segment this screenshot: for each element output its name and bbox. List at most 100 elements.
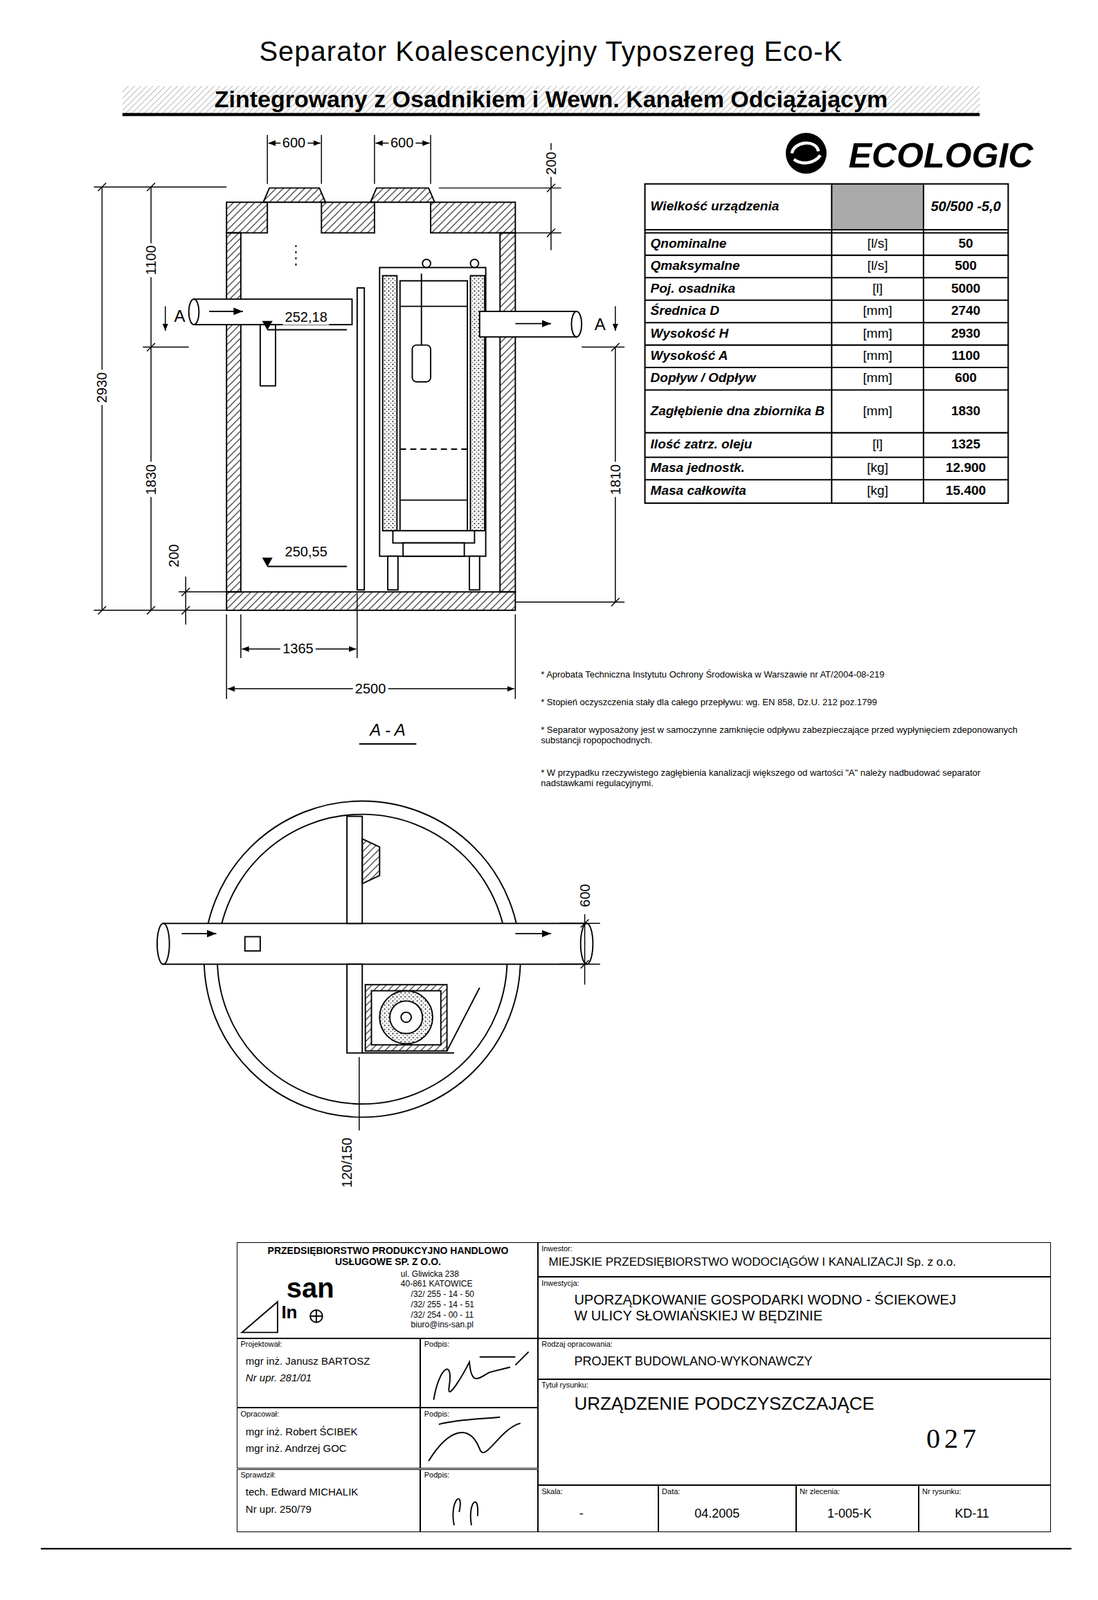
- dimension-text: 2930: [94, 370, 111, 406]
- subtitle: Zintegrowany z Osadnikiem i Wewn. Kanałe…: [214, 86, 888, 114]
- table-cell: [l]: [831, 432, 924, 457]
- table-cell: 15.400: [923, 479, 1008, 504]
- cell-text: /32/ 254 - 00 - 11: [411, 1311, 475, 1321]
- table-cell: Masa całkowita: [645, 479, 833, 504]
- cell-caption: Sprawdził:: [240, 1471, 276, 1481]
- cell-text: In: [281, 1302, 297, 1324]
- table-cell: 2740: [923, 299, 1008, 322]
- cell-caption: Podpis:: [424, 1340, 450, 1350]
- dimension-text: 1100: [143, 243, 160, 277]
- cell-text: /32/ 255 - 14 - 50: [411, 1290, 475, 1301]
- table-cell: 50: [923, 232, 1008, 255]
- table-cell: 600: [923, 367, 1008, 390]
- note-text: * Stopień oczyszczenia stały dla całego …: [540, 697, 1031, 709]
- table-cell: [mm]: [831, 299, 924, 322]
- table-cell: Poj. osadnika: [645, 277, 833, 300]
- title-block-cell: Inwestor:MIEJSKIE PRZEDSIĘBIORSTWO WODOC…: [537, 1242, 1051, 1278]
- note-text: * Aprobata Techniczna Instytutu Ochrony …: [540, 670, 1031, 681]
- cell-text: biuro@ins-san.pl: [411, 1320, 474, 1331]
- table-cell: [mm]: [831, 344, 924, 367]
- cell-caption: Inwestor:: [541, 1244, 573, 1254]
- cell-caption: Skala:: [541, 1487, 563, 1497]
- brand-logo-text: ECOLOGIC: [848, 136, 1034, 177]
- dimension-text: 250,55: [283, 544, 330, 561]
- title-block-cell: Podpis:: [420, 1469, 538, 1533]
- dimension-text: 1365: [280, 641, 316, 657]
- table-cell: Wielkość urządzenia: [645, 183, 833, 230]
- table-cell: 1325: [923, 432, 1008, 457]
- cell-text: mgr inż. Robert ŚCIBEK: [245, 1426, 358, 1438]
- table-cell: 50/500 -5,0: [923, 183, 1008, 230]
- table-cell: Qnominalne: [645, 232, 833, 255]
- cell-caption: Podpis:: [424, 1410, 450, 1420]
- table-cell: 1830: [923, 389, 1008, 433]
- dimension-text: 1830: [143, 462, 160, 498]
- dimension-text: 200: [542, 149, 559, 177]
- table-cell: Dopływ / Odpływ: [645, 367, 833, 390]
- table-cell: 1100: [923, 344, 1008, 367]
- table-cell: Ilość zatrz. oleju: [645, 432, 833, 457]
- dimension-text: 200: [165, 542, 182, 570]
- table-cell: Wysokość H: [645, 322, 833, 345]
- table-cell: Średnica D: [645, 299, 833, 322]
- dimension-text: 600: [388, 135, 416, 151]
- title-block-cell: Tytuł rysunku: URZĄDZENIE PODCZYSZCZAJĄCE…: [537, 1379, 1051, 1486]
- title-block-cell: Inwestycja:UPORZĄDKOWANIE GOSPODARKI WOD…: [537, 1277, 1051, 1339]
- cell-text: mgr inż. Andrzej GOC: [245, 1442, 347, 1455]
- cell-text: -: [579, 1507, 584, 1522]
- title-block-cell: Podpis:: [420, 1408, 538, 1470]
- table-cell: 2930: [923, 322, 1008, 345]
- table-cell: [kg]: [831, 456, 924, 480]
- title-block-cell: Podpis:: [420, 1338, 538, 1409]
- table-cell: [mm]: [831, 389, 924, 433]
- cell-text: PROJEKT BUDOWLANO-WYKONAWCZY: [573, 1354, 813, 1370]
- dimension-text: 1810: [607, 462, 624, 498]
- cell-caption: Nr rysunku:: [922, 1487, 961, 1497]
- table-cell: [l]: [831, 277, 924, 300]
- dimension-text: 120/150: [339, 1136, 356, 1191]
- cell-caption: Podpis:: [424, 1471, 450, 1481]
- cell-text: Nr upr. 250/79: [245, 1503, 312, 1516]
- dimension-text: 600: [576, 882, 593, 910]
- note-text: * W przypadku rzeczywistego zagłębienia …: [540, 768, 1031, 790]
- cell-caption: Tytuł rysunku:: [541, 1381, 589, 1391]
- cell-text: KD-11: [954, 1507, 990, 1522]
- title-block-cell: Opracował: mgr inż. Robert ŚCIBEK mgr inż.…: [236, 1408, 421, 1470]
- company-box: PRZEDSIĘBIORSTWO PRODUKCYJNO HANDLOWO US…: [236, 1242, 538, 1339]
- title-block-cell: Nr rysunku: KD-11: [918, 1485, 1052, 1533]
- cell-text: 04.2005: [694, 1507, 740, 1522]
- cell-text: san: [286, 1272, 335, 1305]
- cell-text: ul. Gliwicka 238: [400, 1270, 459, 1281]
- dimension-text: A: [173, 306, 185, 327]
- cell-caption: Projektował:: [240, 1340, 282, 1350]
- note-text: * Separator wyposażony jest w samoczynne…: [540, 725, 1031, 747]
- dimension-text: A: [594, 315, 606, 335]
- cell-text: PRZEDSIĘBIORSTWO PRODUKCYJNO HANDLOWO US…: [242, 1245, 534, 1268]
- title-block-cell: Rodzaj opracowania:PROJEKT BUDOWLANO-WYK…: [537, 1338, 1051, 1380]
- cell-text: 40-861 KATOWICE: [400, 1280, 473, 1290]
- table-cell: Zagłębienie dna zbiornika B: [645, 389, 833, 433]
- table-cell: [mm]: [831, 367, 924, 390]
- cell-text: tech. Edward MICHALIK: [245, 1486, 359, 1499]
- cell-text: 027: [926, 1423, 981, 1456]
- cell-caption: Nr zlecenia:: [799, 1487, 840, 1497]
- table-cell: [l/s]: [831, 255, 924, 278]
- cell-text: UPORZĄDKOWANIE GOSPODARKI WODNO - ŚCIEKO…: [573, 1292, 962, 1325]
- title-block-cell: Projektował: mgr inż. Janusz BARTOSZ Nr up…: [236, 1338, 421, 1409]
- table-cell: [mm]: [831, 322, 924, 345]
- title-block-cell: Data:04.2005: [658, 1485, 797, 1533]
- table-cell: [kg]: [831, 479, 924, 504]
- cell-text: URZĄDZENIE PODCZYSZCZAJĄCE: [573, 1394, 874, 1416]
- dimension-text: 2500: [353, 680, 389, 697]
- table-cell: Masa jednostk.: [645, 456, 833, 480]
- cell-text: mgr inż. Janusz BARTOSZ: [245, 1355, 371, 1368]
- cell-caption: Opracował:: [240, 1410, 279, 1420]
- cell-text: Nr upr. 281/01: [245, 1372, 312, 1384]
- table-cell: 500: [923, 255, 1008, 278]
- table-cell: 5000: [923, 277, 1008, 300]
- cell-text: /32/ 255 - 14 - 51: [411, 1300, 475, 1311]
- title-block-cell: Nr zlecenia:1-005-K: [796, 1485, 919, 1533]
- cell-text: MIEJSKIE PRZEDSIĘBIORSTWO WODOCIĄGÓW I K…: [548, 1255, 956, 1270]
